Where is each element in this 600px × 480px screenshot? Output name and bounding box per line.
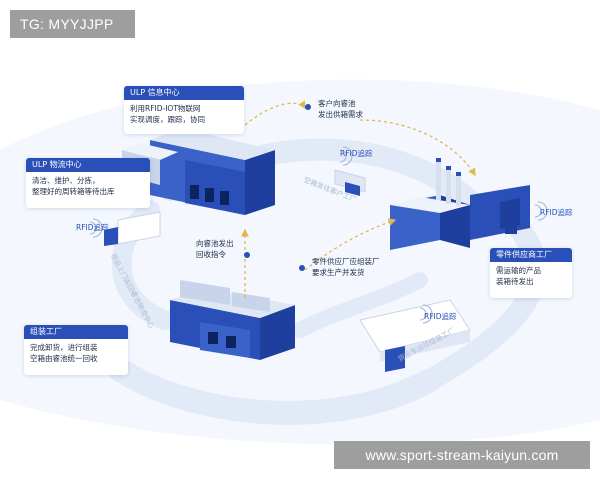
truck-top xyxy=(334,169,366,196)
watermark-top-left: TG: MYYJJPP xyxy=(10,10,135,38)
ulp-logistics-center-box: ULP 物流中心 清洁、维护、分拣， 整理好的周转箱等待出库 xyxy=(26,158,150,208)
ulp-info-line-2: 实现调度，跟踪，协同 xyxy=(130,115,205,124)
supplier-factory-box: 零件供应商工厂 需运输的产品 装箱待发出 xyxy=(490,248,572,298)
note-recall-line-2: 回收指令 xyxy=(196,250,226,259)
supplier-line-1: 需运输的产品 xyxy=(496,266,541,275)
ulp-logistics-line-2: 整理好的周转箱等待出库 xyxy=(32,187,115,196)
note-customer-demand-line-2: 发出供箱需求 xyxy=(318,110,363,119)
note-customer-demand: 客户向睿池 发出供箱需求 xyxy=(318,98,363,120)
rfid-signals xyxy=(89,146,548,324)
flow-arrows xyxy=(241,100,476,298)
note-recall-line-1: 向睿池发出 xyxy=(196,239,234,248)
ulp-info-line-1: 利用RFID-IOT物联网 xyxy=(130,104,201,113)
rfid-label-right: RFID追踪 xyxy=(540,208,573,217)
ulp-logistics-center-title: ULP 物流中心 xyxy=(26,158,150,172)
truck-left xyxy=(104,211,161,246)
assembly-factory xyxy=(170,280,295,360)
ulp-info-center-box: ULP 信息中心 利用RFID-IOT物联网 实现调度，跟踪，协同 xyxy=(124,86,244,134)
assembly-line-1: 完成卸货，进行组装 xyxy=(30,343,98,352)
watermark-bottom-right: www.sport-stream-kaiyun.com xyxy=(334,441,590,469)
note-supply-request: 零件供应厂应组装厂 要求生产并发货 xyxy=(312,256,380,278)
supplier-factory-title: 零件供应商工厂 xyxy=(490,248,572,262)
truck-bottom xyxy=(359,299,471,372)
ulp-logistics-line-1: 清洁、维护、分拣， xyxy=(32,176,100,185)
note-supply-request-line-1: 零件供应厂应组装厂 xyxy=(312,257,380,266)
note-recall: 向睿池发出 回收指令 xyxy=(196,238,234,260)
note-supply-request-line-2: 要求生产并发货 xyxy=(312,268,365,277)
assembly-line-2: 空箱由睿池统一回收 xyxy=(30,354,98,363)
supplier-line-2: 装箱待发出 xyxy=(496,277,534,286)
assembly-factory-title: 组装工厂 xyxy=(24,325,128,339)
rfid-label-top: RFID追踪 xyxy=(340,149,373,158)
assembly-factory-box: 组装工厂 完成卸货，进行组装 空箱由睿池统一回收 xyxy=(24,325,128,375)
rfid-label-bottom: RFID追踪 xyxy=(424,312,457,321)
rfid-label-left: RFID追踪 xyxy=(76,223,109,232)
marker-dots xyxy=(244,104,311,271)
note-customer-demand-line-1: 客户向睿池 xyxy=(318,99,356,108)
ulp-info-center-title: ULP 信息中心 xyxy=(124,86,244,100)
supplier-factory xyxy=(390,158,530,250)
